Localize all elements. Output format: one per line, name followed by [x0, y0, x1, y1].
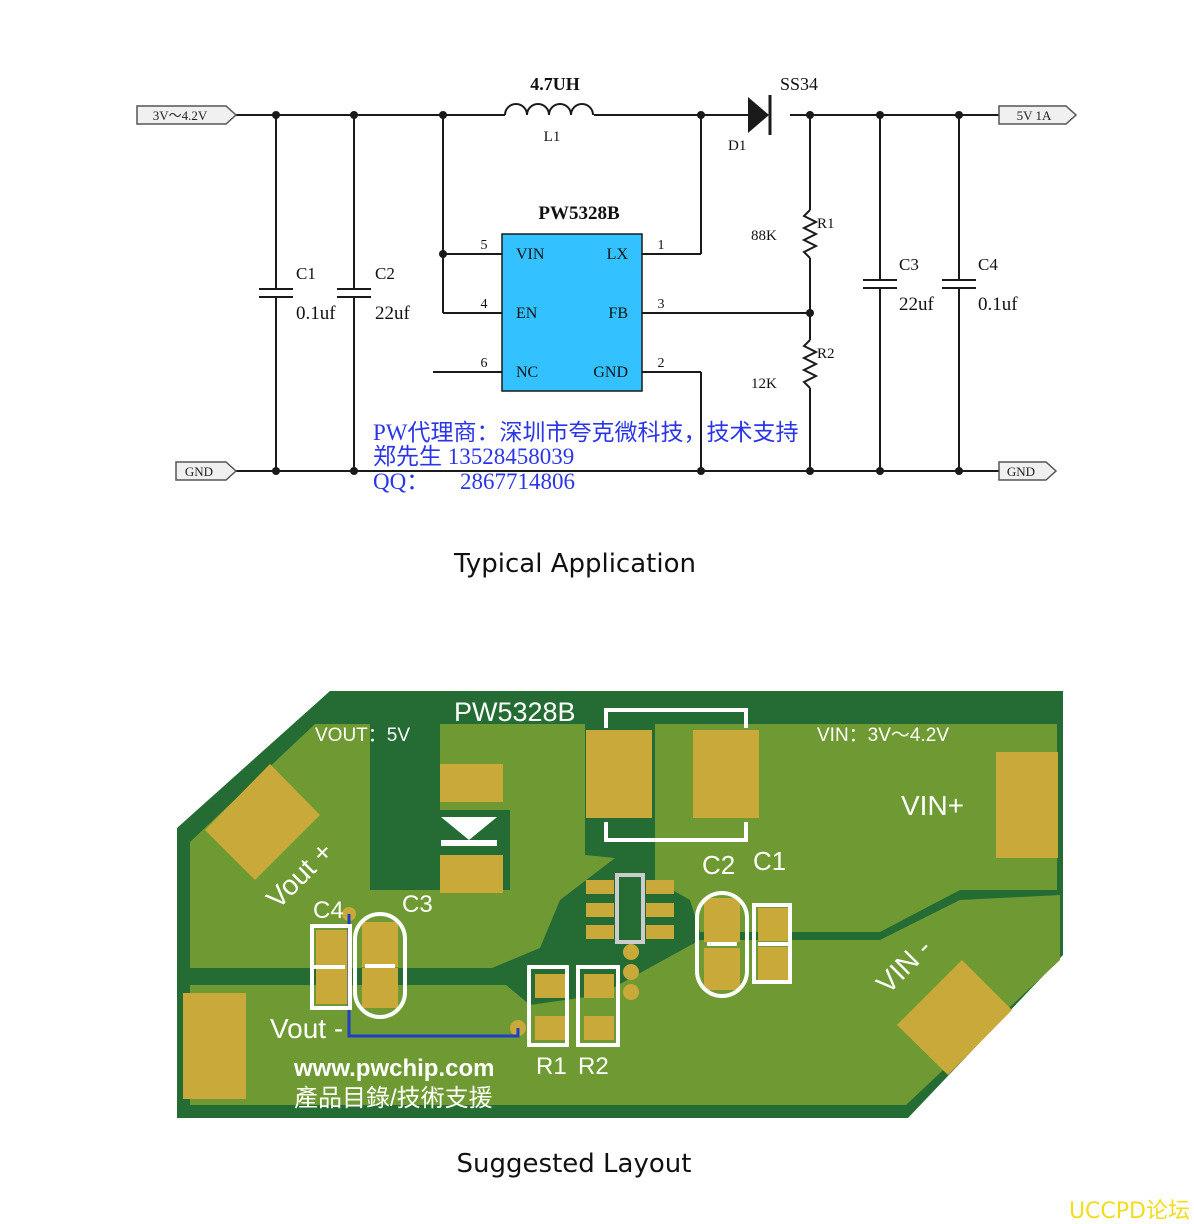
watermark-line2: 郑先生 13528458039	[373, 444, 574, 469]
caption-typical-application: Typical Application	[453, 549, 696, 579]
watermark-qq-value: 2867714806	[460, 469, 575, 494]
port-vout: 5V 1A	[998, 105, 1078, 125]
c2-ref: C2	[375, 264, 395, 283]
contact-watermark: PW代理商：深圳市夸克微科技，技术支持 郑先生 13528458039 QQ： …	[373, 420, 799, 494]
inductor-value: 4.7UH	[530, 74, 580, 94]
ic-pin-name: NC	[516, 364, 538, 381]
pcb-vin-plus: VIN+	[901, 790, 964, 821]
ic-pin-name: EN	[516, 305, 538, 322]
caption-suggested-layout: Suggested Layout	[457, 1149, 692, 1179]
c2-value: 22uf	[375, 303, 411, 324]
ic-pin-name: LX	[607, 246, 629, 263]
pcb-r1-label: R1	[536, 1053, 567, 1080]
pcb-pads	[183, 730, 1058, 1099]
watermark-line1: PW代理商：深圳市夸克微科技，技术支持	[373, 420, 799, 445]
pcb-c4-label: C4	[313, 897, 344, 924]
ic-pin-name: FB	[608, 305, 628, 322]
pcb-chip-label: PW5328B	[454, 697, 576, 727]
diode-ref: D1	[728, 138, 746, 154]
c1-value: 0.1uf	[296, 303, 336, 324]
ic-pin-number: 5	[481, 238, 488, 253]
c3-value: 22uf	[899, 294, 935, 315]
port-gnd-left: GND	[175, 461, 238, 481]
r1-value: 88K	[751, 228, 777, 244]
pcb-url: www.pwchip.com	[293, 1055, 494, 1082]
diode-part: SS34	[780, 74, 818, 94]
ic-pin-number: 6	[481, 356, 488, 371]
ic-pin-number: 3	[658, 297, 665, 312]
silkscreen	[310, 708, 792, 1047]
footer-watermark: UCCPD论坛	[1069, 1199, 1190, 1224]
pcb-vout-label: VOUT：5V	[315, 725, 410, 746]
ic-block: PW5328B VIN EN NC LX FB GND 5 4 6 1 3 2	[481, 203, 665, 392]
pcb-layout: PW5328B VOUT：5V VIN：3V～4.2V VIN+ VIN - V…	[177, 691, 1063, 1118]
watermark-qq-label: QQ：	[373, 469, 429, 494]
c3-ref: C3	[899, 255, 919, 274]
pcb-support: 產品目錄/技術支援	[294, 1085, 493, 1112]
port-gnd-right-label: GND	[1007, 464, 1035, 479]
c4-ref: C4	[978, 255, 998, 274]
ic-pin-number: 1	[658, 238, 665, 253]
ic-pin-number: 2	[658, 356, 665, 371]
port-vin-label: 3V～4.2V	[153, 108, 208, 123]
pcb-c1-label: C1	[753, 846, 786, 876]
inductor-ref: L1	[544, 129, 561, 145]
c4-value: 0.1uf	[978, 294, 1018, 315]
pcb-diode-silk	[441, 817, 497, 846]
r2-value: 12K	[751, 376, 777, 392]
pcb-vin-label: VIN：3V～4.2V	[817, 725, 949, 746]
pcb-vout-minus: Vout -	[270, 1013, 343, 1044]
schematic-diagram	[236, 103, 999, 472]
ic-pin-name: GND	[593, 364, 628, 381]
pcb-c3-label: C3	[402, 891, 433, 918]
ic-pin-name: VIN	[516, 246, 545, 263]
diode-symbol	[748, 95, 772, 135]
r1-ref: R1	[817, 216, 835, 232]
c1-ref: C1	[296, 264, 316, 283]
ic-pin-number: 4	[481, 297, 488, 312]
port-vout-label: 5V 1A	[1017, 108, 1052, 123]
port-gnd-right: GND	[998, 461, 1058, 481]
port-vin: 3V～4.2V	[136, 105, 238, 125]
component-labels: 4.7UH L1 SS34 D1 C1 0.1uf C2 22uf C3 22u…	[296, 74, 1018, 392]
junction-dots	[272, 111, 963, 475]
port-gnd-left-label: GND	[185, 464, 213, 479]
pcb-c2-label: C2	[702, 850, 735, 880]
r2-ref: R2	[817, 346, 835, 362]
ic-name: PW5328B	[538, 203, 620, 224]
pcb-r2-label: R2	[578, 1053, 609, 1080]
